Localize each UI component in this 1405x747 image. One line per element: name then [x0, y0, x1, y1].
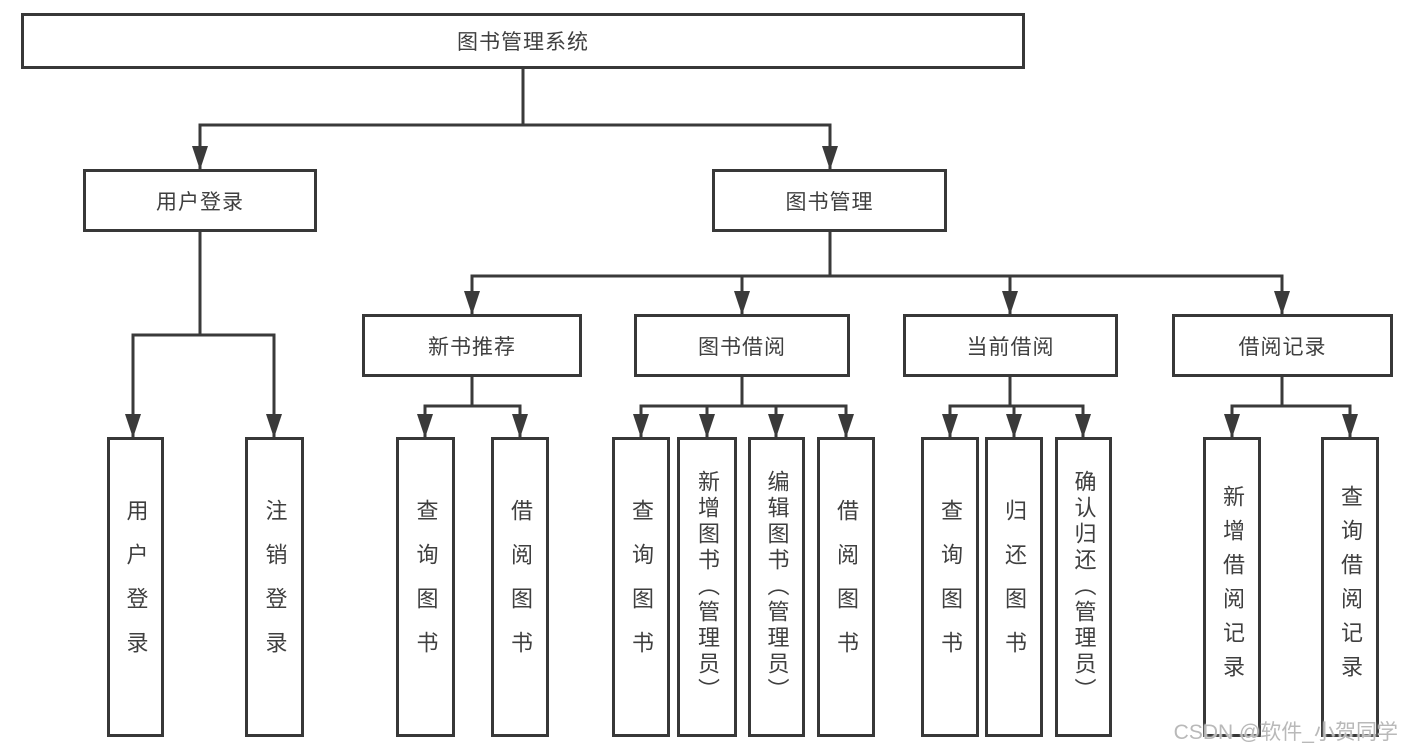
leaf-user-login-label: 用户登录: [123, 499, 149, 675]
node-new-book-recommend: 新书推荐: [362, 314, 582, 377]
csdn-watermark: CSDN @软件_小贺同学: [1173, 721, 1398, 744]
node-library-system-label: 图书管理系统: [457, 31, 589, 54]
leaf-add-books-admin-label: 新增图书（管理员）: [695, 470, 720, 704]
leaf-logout-label: 注销登录: [262, 499, 288, 675]
leaf-logout: 注销登录: [245, 437, 304, 737]
leaf-return-books: 归还图书: [985, 437, 1043, 737]
node-book-management-label: 图书管理: [785, 190, 874, 214]
leaf-query-books-2-label: 查询图书: [629, 499, 654, 675]
leaf-user-login: 用户登录: [107, 437, 164, 737]
leaf-borrow-books-2-label: 借阅图书: [834, 499, 859, 675]
leaf-query-books-2: 查询图书: [612, 437, 670, 737]
node-current-borrowing: 当前借阅: [903, 314, 1118, 377]
node-book-borrowing: 图书借阅: [634, 314, 850, 377]
leaf-add-borrow-record: 新增借阅记录: [1203, 437, 1261, 737]
leaf-borrow-books-1-label: 借阅图书: [508, 499, 533, 675]
leaf-query-books-1: 查询图书: [396, 437, 455, 737]
node-new-book-recommend-label: 新书推荐: [428, 335, 516, 359]
leaf-query-books-3-label: 查询图书: [938, 499, 963, 675]
leaf-return-books-label: 归还图书: [1002, 499, 1027, 675]
leaf-borrow-books-1: 借阅图书: [491, 437, 549, 737]
leaf-query-books-1-label: 查询图书: [413, 499, 439, 675]
node-current-borrowing-label: 当前借阅: [966, 335, 1055, 359]
leaf-query-borrow-record-label: 查询借阅记录: [1338, 485, 1363, 689]
node-user-login-label: 用户登录: [156, 190, 244, 214]
leaf-add-books-admin: 新增图书（管理员）: [677, 437, 737, 737]
node-borrowing-records-label: 借阅记录: [1238, 335, 1327, 359]
node-user-login: 用户登录: [83, 169, 317, 232]
leaf-edit-books-admin: 编辑图书（管理员）: [748, 437, 805, 737]
node-book-borrowing-label: 图书借阅: [698, 335, 786, 359]
leaf-query-books-3: 查询图书: [921, 437, 979, 737]
leaf-query-borrow-record: 查询借阅记录: [1321, 437, 1379, 737]
leaf-confirm-return-admin-label: 确认归还（管理员）: [1071, 470, 1097, 704]
node-book-management: 图书管理: [712, 169, 947, 232]
leaf-borrow-books-2: 借阅图书: [817, 437, 875, 737]
leaf-confirm-return-admin: 确认归还（管理员）: [1055, 437, 1112, 737]
leaf-add-borrow-record-label: 新增借阅记录: [1220, 485, 1245, 689]
node-library-system: 图书管理系统: [21, 13, 1025, 69]
node-borrowing-records: 借阅记录: [1172, 314, 1393, 377]
leaf-edit-books-admin-label: 编辑图书（管理员）: [764, 470, 790, 704]
